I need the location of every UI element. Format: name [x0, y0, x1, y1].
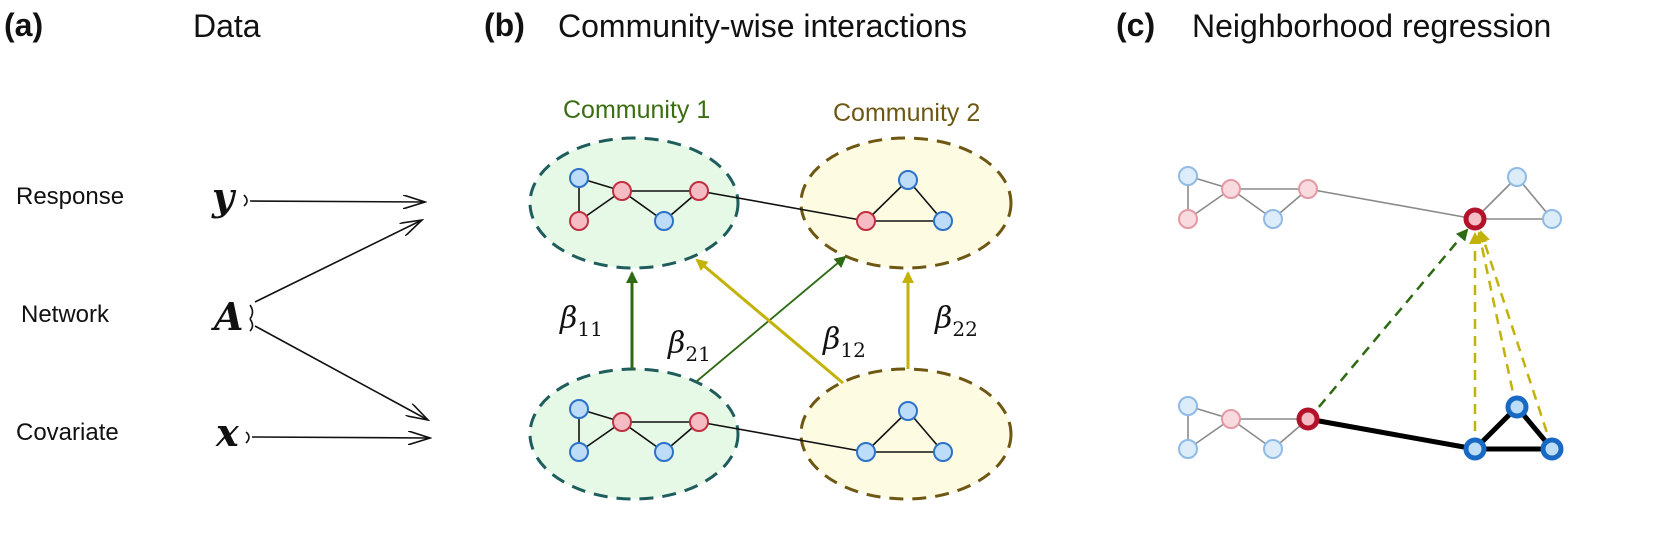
influence-arrow-yellow-3 [1478, 230, 1554, 449]
node [1221, 409, 1241, 429]
node [569, 168, 589, 188]
node [933, 211, 953, 231]
panel-b-title: Community-wise interactions [558, 8, 967, 44]
panel-a-title: Data [193, 8, 261, 44]
node [612, 412, 632, 432]
row-label-covariate: Covariate [16, 419, 119, 446]
beta-12-label: β12 [822, 322, 866, 362]
community-1-top-ellipse [528, 136, 740, 270]
symbol-y: y [211, 174, 237, 219]
network-bottom [569, 399, 953, 462]
focal-node [1505, 395, 1529, 419]
beta-21-label: β21 [667, 326, 711, 366]
community-1-bottom-ellipse [528, 367, 740, 501]
node [1178, 209, 1198, 229]
influence-arrow-yellow-2 [1475, 231, 1518, 408]
focal-node [1540, 437, 1564, 461]
symbol-A: A [211, 294, 243, 339]
beta-11-label: β11 [559, 301, 603, 341]
node [856, 211, 876, 231]
symbol-x: x [215, 410, 240, 455]
panel-c: (c) Neighborhood regression [1116, 7, 1564, 461]
node [612, 181, 632, 201]
node [856, 442, 876, 462]
focal-node [1463, 437, 1487, 461]
community-2-bottom-ellipse [799, 367, 1013, 501]
node [569, 399, 589, 419]
brace-A-bottom [249, 318, 254, 332]
node [1507, 167, 1527, 187]
brace-A-top [249, 304, 254, 320]
panel-c-tag: (c) [1116, 7, 1155, 43]
row-label-network: Network [21, 301, 110, 328]
panel-b: (b) Community-wise interactions Communit… [484, 7, 1013, 501]
panel-b-tag: (b) [484, 7, 525, 43]
interaction-arrow-21 [696, 255, 847, 382]
node [689, 412, 709, 432]
network-top [569, 168, 953, 231]
node [1178, 439, 1198, 459]
node [898, 401, 918, 421]
node [1298, 179, 1318, 199]
row-label-response: Response [16, 183, 124, 210]
community-2-top-ellipse [799, 136, 1013, 270]
arrow-x [251, 437, 430, 438]
node [569, 211, 589, 231]
node [898, 170, 918, 190]
node [1221, 179, 1241, 199]
data-arrows [243, 194, 430, 444]
brace-x [245, 431, 250, 444]
network-c-top [1178, 166, 1562, 229]
influence-arrow-green [1307, 228, 1469, 421]
target-node [1463, 207, 1487, 231]
node [1178, 166, 1198, 186]
node [1178, 396, 1198, 416]
node [1263, 209, 1283, 229]
arrow-A-up [254, 220, 422, 303]
node [654, 211, 674, 231]
node [689, 181, 709, 201]
community-1-label: Community 1 [563, 96, 710, 124]
panel-c-title: Neighborhood regression [1192, 8, 1551, 44]
beta-22-label: β22 [934, 301, 978, 341]
community-2-label: Community 2 [833, 99, 980, 127]
panel-a-tag: (a) [4, 7, 43, 43]
node [654, 442, 674, 462]
panel-a: (a) Data Response Network Covariate y A … [4, 7, 430, 455]
brace-y [243, 194, 248, 207]
arrow-A-down [254, 325, 428, 420]
node [569, 442, 589, 462]
network-c-bottom [1178, 395, 1564, 461]
focal-node [1296, 407, 1320, 431]
arrow-y [249, 201, 425, 202]
node [1263, 439, 1283, 459]
node [933, 442, 953, 462]
interaction-arrow-12 [695, 258, 844, 385]
node [1542, 209, 1562, 229]
